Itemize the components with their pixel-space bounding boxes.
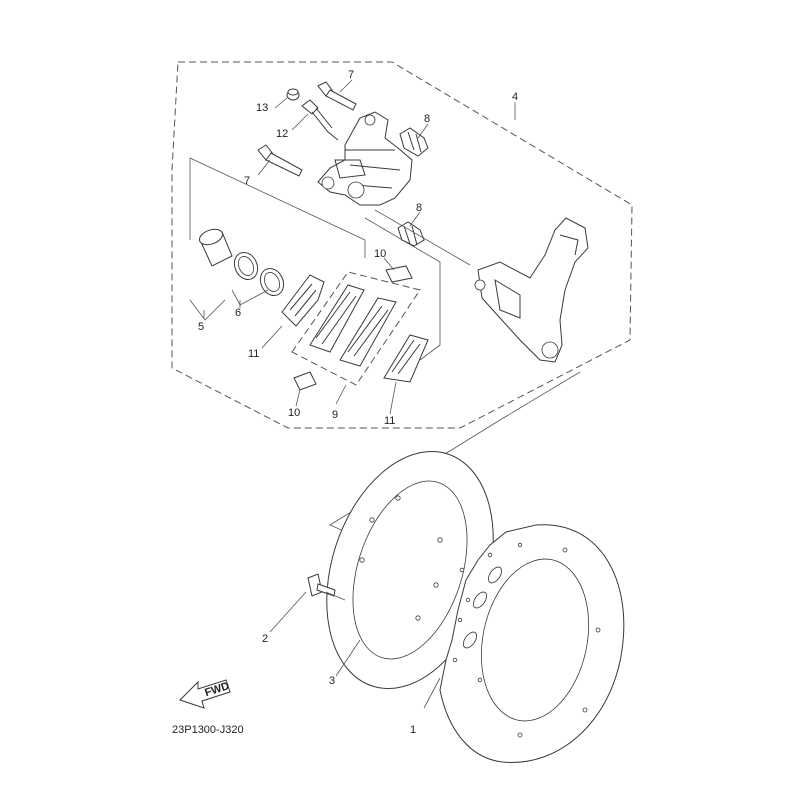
callout-9: 9 [332,409,338,421]
pad-spring-bottom [293,371,317,391]
disc-carrier-ring [326,450,494,690]
callout-1: 1 [410,724,416,736]
forward-direction-arrow-icon: FWD [179,679,231,709]
pin-lower [257,144,303,177]
callout-10-upper: 10 [374,248,386,260]
disc-bolt [307,573,336,597]
callout-3: 3 [329,675,335,687]
piston-group-bracket [189,157,366,258]
pin-upper [317,81,357,111]
pad-shim-right [383,334,429,383]
caliper-assembly-boundary [171,61,633,429]
callout-2: 2 [262,633,268,645]
drawing-code: 23P1300-J320 [172,724,244,736]
piston-group-brace [189,299,226,321]
brake-pad-1 [309,284,365,353]
callout-leaders [203,79,516,709]
callout-11-left: 11 [248,348,259,360]
seal-group-brace [231,289,269,306]
callout-7-upper: 7 [348,69,354,81]
boot-lower [397,221,425,247]
bleed-cap [286,88,300,101]
callout-10-lower: 10 [288,407,300,419]
callout-5: 5 [198,321,204,333]
callout-7-lower: 7 [244,175,250,187]
caliper-body [317,111,413,206]
callout-12: 12 [276,128,288,140]
dust-seal [259,267,285,297]
piston-seal [233,251,259,281]
caliper-bracket [474,217,589,363]
callout-8-upper: 8 [424,113,430,125]
brake-pad-2 [339,297,397,367]
pad-spring-top [385,265,413,283]
callout-4: 4 [512,91,518,103]
boot-upper [399,127,429,157]
pad-set-boundary [291,271,421,386]
callout-11-right: 11 [384,415,395,427]
piston [198,228,233,267]
caliper-to-bracket-leader [374,209,471,266]
bleed-screw [301,99,339,141]
pad-shim-left [281,274,325,327]
bolt-leader [325,591,346,601]
callout-13: 13 [256,102,268,114]
callout-8-lower: 8 [416,202,422,214]
brake-disc [439,524,625,763]
callout-6: 6 [235,307,241,319]
